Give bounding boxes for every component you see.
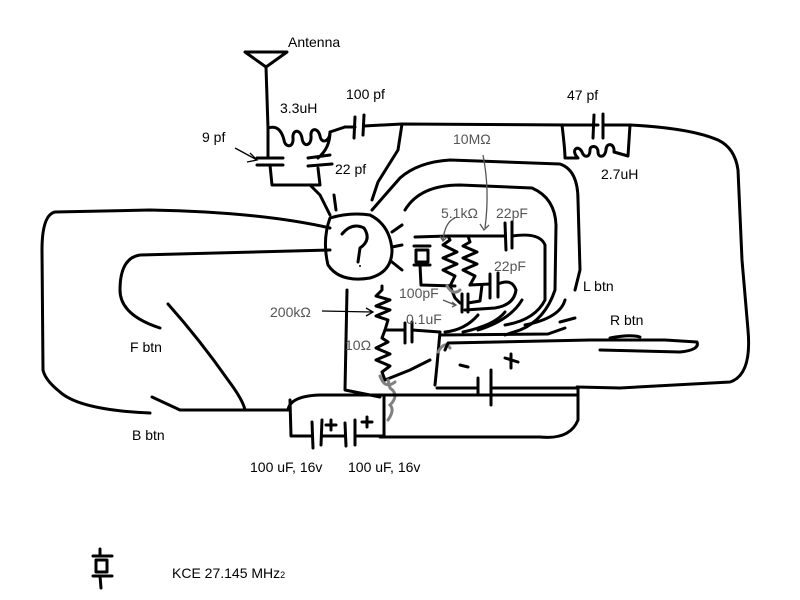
tank-47pf-2-7uh	[560, 112, 751, 390]
grey-jumper	[445, 284, 462, 294]
wire	[476, 298, 524, 332]
resistor-10-label: 10Ω	[345, 337, 372, 353]
grey-jumper	[378, 343, 452, 422]
f-btn-label: F btn	[130, 339, 162, 355]
capacitor-22pf	[306, 130, 334, 168]
capacitor-100pf-small	[448, 283, 484, 314]
capacitor-9pf	[255, 126, 322, 187]
wire-f-btn	[166, 302, 247, 412]
wire	[443, 313, 480, 334]
capacitor-22pf-b	[463, 271, 518, 312]
inductor-3-3uh-label: 3.3uH	[280, 100, 318, 116]
resistor-5-1k	[441, 234, 459, 288]
legend-text: KCE 27.145 MHz2	[172, 566, 285, 580]
legend-crystal-spec: KCE 27.145 MHz	[172, 565, 281, 581]
resistor-10	[374, 328, 392, 382]
antenna-icon	[243, 50, 289, 130]
capacitor-47pf-label: 47 pf	[567, 87, 599, 103]
wire-left-outer	[40, 208, 332, 415]
wire	[383, 358, 432, 382]
crystal-icon	[412, 234, 457, 288]
capacitor-22pf-a	[498, 220, 547, 327]
l-btn-label: L btn	[583, 278, 614, 294]
inductor-2-7uh-label: 2.7uH	[601, 166, 639, 182]
wire	[370, 122, 404, 202]
legend-suffix: 2	[280, 570, 286, 580]
legend-crystal-icon	[91, 547, 114, 590]
resistor-200k-label: 200kΩ	[270, 304, 311, 320]
wire	[370, 158, 582, 292]
r-btn-label: R btn	[610, 312, 644, 328]
wire	[308, 183, 332, 217]
electrolytic-2-label: 100 uF, 16v	[348, 459, 421, 475]
arrow-5-1k	[439, 217, 456, 243]
battery-icon	[378, 352, 580, 439]
arrow-9pf	[234, 147, 259, 163]
inductor-3-3uh	[266, 125, 347, 148]
capacitor-22pf-b-label: 22pF	[494, 258, 526, 274]
b-btn-label: B btn	[132, 427, 165, 443]
capacitor-22pf-a-label: 22pF	[496, 205, 528, 221]
capacitor-9pf-label: 9 pf	[202, 129, 226, 145]
wire	[403, 183, 558, 337]
wire	[286, 393, 579, 412]
capacitor-0-1uf	[383, 320, 442, 387]
unknown-component	[323, 212, 394, 281]
resistor-200k	[374, 284, 392, 332]
arrow-100pf	[442, 299, 458, 308]
wire	[332, 193, 338, 212]
capacitor-100pf-label: 100 pf	[346, 86, 385, 102]
capacitor-bank	[288, 393, 386, 450]
wire-r-btn	[443, 338, 699, 354]
resistor-5-1k-label: 5.1kΩ	[441, 205, 478, 221]
capacitor-22pf-label: 22 pf	[335, 161, 367, 177]
resistor-10m-label: 10MΩ	[453, 131, 491, 147]
wire-b-btn	[150, 395, 290, 412]
plus-marks	[324, 415, 374, 432]
wire	[523, 298, 567, 327]
capacitor-100pf	[343, 113, 572, 140]
antenna-label: Antenna	[288, 34, 341, 50]
wire-left-inner	[118, 248, 332, 330]
wire	[390, 223, 404, 272]
capacitor-100pf-small-label: 100pF	[399, 285, 439, 301]
capacitor-0-1uf-label: 0.1uF	[406, 311, 442, 327]
wire	[438, 316, 577, 337]
resistor-10m	[461, 234, 479, 287]
wire	[608, 334, 642, 340]
arrow-10m	[479, 154, 490, 232]
electrolytic-1-label: 100 uF, 16v	[250, 459, 323, 475]
wire	[461, 310, 507, 334]
